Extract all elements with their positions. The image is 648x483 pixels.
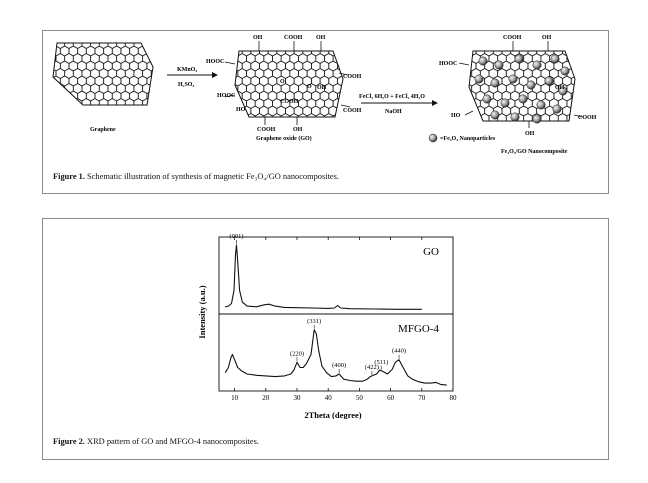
y-axis-label: Intensity (a.u.) xyxy=(197,285,207,338)
x-tick-label: 80 xyxy=(450,394,458,402)
go-functional-groups: OH COOH OH HOOC COOH HOOC HO COOH OH COO… xyxy=(206,35,362,133)
figure-2-caption: Figure 2. XRD pattern of GO and MFGO-4 n… xyxy=(53,437,259,446)
x-tick-label: 40 xyxy=(325,394,333,402)
mf-oh-1: OH xyxy=(542,35,552,41)
step2-reagent-top: FeCl₃ 6H₂O + FeCl₂ 4H₂O xyxy=(359,94,425,100)
xrd-chart: 10 20 30 40 50 60 70 80 GO MFGO-4 (001) (220) (331… xyxy=(197,233,457,419)
go-cooh-2: COOH xyxy=(343,74,362,80)
x-tick-label: 10 xyxy=(231,394,239,402)
figure-1-caption: Figure 1. Schematic illustration of synt… xyxy=(53,172,339,181)
chart-series: GO MFGO-4 xyxy=(224,244,447,386)
synthesis-scheme: Graphene KMnO₄ H₂SO₄ OH COOH OH HOOC COO… xyxy=(52,35,597,155)
x-tick-label: 20 xyxy=(262,394,270,402)
peak-label: (511) xyxy=(374,359,388,366)
go-oh-1: OH xyxy=(253,35,263,41)
mf-oh-3: OH xyxy=(525,131,535,137)
go-ho-1: HO xyxy=(236,107,246,113)
plot-frame-1 xyxy=(218,236,454,315)
x-tick-label: 50 xyxy=(356,394,364,402)
series-line-mfgo-4 xyxy=(224,329,447,386)
x-tick-label: 30 xyxy=(294,394,302,402)
step1-reagent-top: KMnO₄ xyxy=(177,67,197,73)
plot-frame-2 xyxy=(218,313,454,392)
nanoparticle-legend-icon xyxy=(428,133,438,143)
figure-1-panel: Graphene KMnO₄ H₂SO₄ OH COOH OH HOOC COO… xyxy=(42,30,609,194)
go-oh-3: OH xyxy=(317,85,327,91)
peak-label: (331) xyxy=(307,318,321,325)
go-hooc-1: HOOC xyxy=(206,59,224,65)
step1-reagent-bottom: H₂SO₄ xyxy=(178,82,194,88)
nanoparticle-legend: =Fe₃O₄ Nanoparticles xyxy=(428,133,496,143)
go-o-1: O xyxy=(280,79,285,85)
x-tick-label: 70 xyxy=(418,394,426,402)
product-label: Fe₃O₄/GO Nanocomposite xyxy=(501,149,568,155)
x-tick-label: 60 xyxy=(387,394,395,402)
nanoparticle-legend-text: =Fe₃O₄ Nanoparticles xyxy=(440,136,496,142)
figure-1-caption-text: Schematic illustration of synthesis of m… xyxy=(87,172,339,181)
peak-label: (440) xyxy=(392,348,406,355)
mf-ho-1: HO xyxy=(451,113,461,119)
series-line-go xyxy=(225,244,422,310)
go-hooc-2: HOOC xyxy=(217,93,235,99)
nanocomposite-sheet xyxy=(458,41,584,128)
x-axis-label: 2Theta (degree) xyxy=(304,410,361,419)
figure-2-caption-text: XRD pattern of GO and MFGO-4 nanocomposi… xyxy=(87,437,259,446)
fe3o4-nanoparticles xyxy=(474,54,570,124)
peak-label: (220) xyxy=(290,350,304,357)
step2-reagent-bottom: NaOH xyxy=(385,109,402,115)
mf-cooh-1: COOH xyxy=(503,35,522,41)
go-oh-4: OH xyxy=(293,127,303,133)
graphene-label: Graphene xyxy=(90,127,116,133)
chart-annotations: (001) (220) (331) (400) (422)(511) (440) xyxy=(229,233,406,375)
go-oh-2: OH xyxy=(316,35,326,41)
go-cooh-3: COOH xyxy=(280,99,299,105)
figure-1-caption-label: Figure 1. xyxy=(53,172,85,181)
figure-2-caption-label: Figure 2. xyxy=(53,437,85,446)
composite-functional-groups: COOH OH HOOC OH HO COOH OH xyxy=(439,35,597,137)
mf-hooc-1: HOOC xyxy=(439,61,457,67)
peak-label: (001) xyxy=(229,233,243,240)
chart-ticks: 10 20 30 40 50 60 70 80 xyxy=(231,237,457,402)
go-cooh-4: COOH xyxy=(343,108,362,114)
peak-label: (400) xyxy=(332,362,346,369)
go-cooh-1: COOH xyxy=(284,35,303,41)
chart-frames xyxy=(218,236,454,392)
peak-label: (422) xyxy=(365,364,379,371)
graphene-oxide-sheet xyxy=(224,41,351,125)
series-label-mfgo-4: MFGO-4 xyxy=(398,323,439,335)
go-label: Graphene oxide (GO) xyxy=(256,135,312,142)
mf-cooh-2: COOH xyxy=(578,115,597,121)
go-cooh-5: COOH xyxy=(257,127,276,133)
mf-oh-2: OH xyxy=(555,85,565,91)
go-o-2: O xyxy=(307,84,312,90)
graphene-sheet xyxy=(52,42,154,106)
figure-2-panel: 10 20 30 40 50 60 70 80 GO MFGO-4 (001) (220) (331… xyxy=(42,218,609,460)
series-label-go: GO xyxy=(423,246,439,258)
